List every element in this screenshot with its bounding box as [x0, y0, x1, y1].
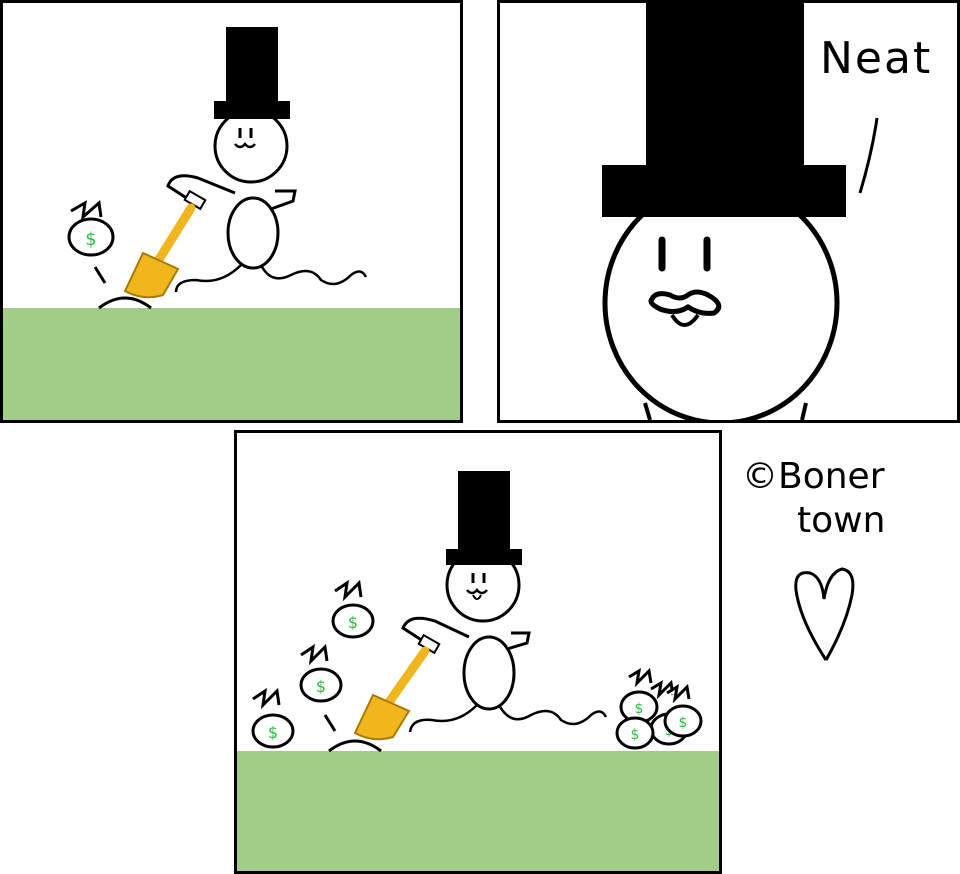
- heart-icon: [794, 567, 855, 661]
- money-bag-icon: $: [615, 716, 655, 750]
- top-hat-character-closeup: [602, 3, 846, 420]
- svg-text:$: $: [635, 701, 644, 717]
- top-hat-character: [401, 471, 608, 733]
- comic-panel-1: $: [0, 0, 463, 423]
- svg-text:$: $: [316, 677, 326, 696]
- svg-text:$: $: [268, 723, 278, 742]
- panel-3-scene: $ $ $ $ $ $: [237, 471, 719, 871]
- artist-signature: ©Boner town: [742, 455, 942, 543]
- money-bag-icon: $: [663, 683, 703, 738]
- signature-line-1: ©Boner: [742, 455, 942, 499]
- money-bag-icon: $: [331, 579, 375, 639]
- svg-text:$: $: [85, 229, 96, 250]
- signature-line-2: town: [797, 500, 886, 541]
- top-hat-icon: [214, 27, 290, 119]
- dirt-mound: [98, 296, 152, 310]
- top-hat-character: [166, 27, 368, 293]
- ground: [237, 751, 719, 871]
- shovel-icon: [353, 633, 441, 741]
- motion-line: [93, 266, 107, 284]
- panel-2-scene: [602, 3, 879, 420]
- svg-text:$: $: [679, 715, 688, 731]
- motion-line: [323, 714, 337, 732]
- top-hat-icon: [602, 3, 846, 217]
- money-bag-icon: $: [299, 643, 343, 703]
- money-bag-icon: $: [67, 200, 115, 257]
- dirt-mound: [328, 739, 382, 753]
- money-bag-icon: $: [619, 667, 659, 724]
- panel-1-scene: $: [3, 27, 460, 420]
- shovel-icon: [123, 189, 207, 299]
- comic-panel-2: Neat: [497, 0, 960, 423]
- svg-text:$: $: [631, 727, 640, 743]
- speech-text: Neat: [820, 33, 933, 84]
- speech-tail: [858, 117, 879, 194]
- ground: [3, 308, 460, 420]
- signature-name: Boner: [778, 456, 885, 497]
- money-bag-pile: $ $ $ $: [615, 667, 703, 750]
- top-hat-icon: [446, 471, 522, 565]
- copyright-symbol: ©: [742, 456, 778, 497]
- comic-panel-3: $ $ $ $ $ $: [234, 430, 722, 874]
- money-bag-icon: $: [251, 687, 295, 749]
- svg-text:$: $: [348, 613, 358, 632]
